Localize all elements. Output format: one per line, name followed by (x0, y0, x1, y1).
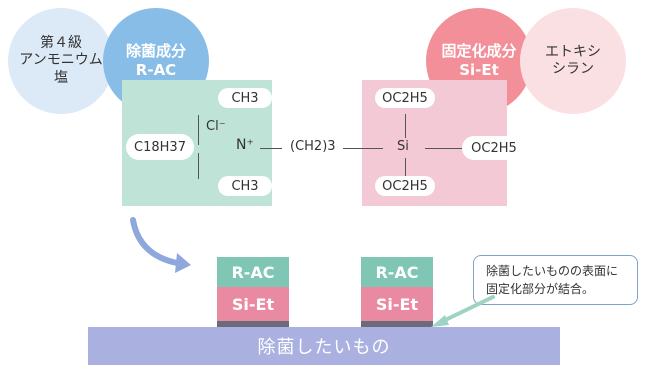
bond-n-ch3-bottom (198, 153, 199, 179)
oc2h5-top-label: OC2H5 (375, 88, 435, 108)
ch3-top-label: CH3 (218, 88, 272, 108)
callout-line2: 固定化部分が結合。 (486, 282, 595, 296)
bound-siet-block-2: Si-Et (361, 287, 433, 321)
bound-rac-block-2: R-AC (361, 257, 433, 287)
rac-label-line1: 除菌成分 (125, 42, 186, 61)
bound-siet-block-1: Si-Et (217, 287, 289, 321)
bond-si-oc-top (405, 114, 406, 138)
chloride-label: Cl⁻ (206, 119, 226, 134)
bond-n-chain (260, 148, 282, 149)
ethoxysilane-circle: エトキシ シラン (520, 8, 626, 114)
silicon-label: Si (397, 139, 409, 154)
oc2h5-bottom-label: OC2H5 (375, 176, 435, 196)
bond-layer-1 (217, 321, 289, 327)
bond-layer-2 (361, 321, 433, 327)
bond-si-oc-bottom (405, 158, 406, 180)
callout-pointer-icon (431, 295, 495, 327)
bound-rac-block-1: R-AC (217, 257, 289, 287)
binding-callout: 除菌したいものの表面に 固定化部分が結合。 (473, 255, 638, 305)
quaternary-ammonium-circle: 第４級 アンモニウム 塩 (8, 8, 114, 114)
rac-label-line2: R-AC (135, 61, 177, 79)
quat-label-line1: 第４級 (40, 34, 82, 51)
binding-arrow-icon (130, 217, 191, 273)
bond-si-oc-right (425, 148, 465, 149)
etoxy-label-line2: シラン (552, 61, 594, 77)
bond-chain-si (343, 148, 383, 149)
target-surface: 除菌したいもの (88, 327, 560, 365)
etoxy-label-line1: エトキシ (545, 43, 601, 60)
surface-label: 除菌したいもの (257, 337, 391, 358)
quat-label-line3: 塩 (54, 69, 68, 86)
siet-circle: 固定化成分 Si-Et (426, 8, 532, 114)
c18h37-label: C18H37 (126, 134, 194, 160)
quat-label-line2: アンモニウム (19, 52, 103, 69)
nitrogen-cation-label: N⁺ (236, 137, 254, 153)
siet-label-line1: 固定化成分 (441, 42, 517, 61)
oc2h5-right-label: OC2H5 (462, 136, 526, 160)
bond-n-ch3-top (198, 115, 199, 145)
siet-label-line2: Si-Et (459, 61, 499, 79)
propyl-chain-label: (CH2)3 (290, 139, 336, 154)
ch3-bottom-label: CH3 (218, 176, 272, 196)
callout-line1: 除菌したいものの表面に (486, 264, 619, 278)
